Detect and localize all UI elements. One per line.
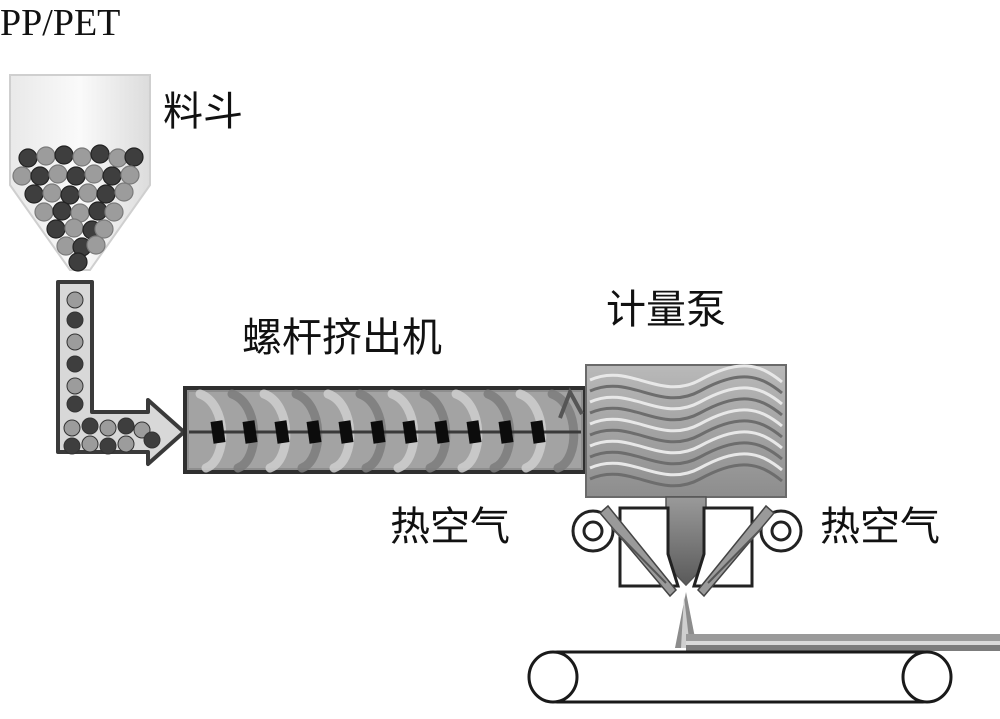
pellet [36, 146, 56, 166]
pellet [24, 184, 44, 204]
pellet [66, 291, 84, 309]
pellet [102, 166, 122, 186]
pellet [88, 201, 108, 221]
pellet [86, 235, 106, 255]
pellet [66, 166, 86, 186]
extruder-label: 螺杆挤出机 [242, 315, 442, 361]
pellet [84, 164, 104, 184]
pellet [143, 431, 161, 449]
pellet [64, 218, 84, 238]
screw-block [434, 420, 450, 444]
hot-air-nozzle-left [571, 504, 678, 598]
screw-block [402, 420, 418, 444]
screw-extruder [183, 386, 587, 474]
pump-waves [589, 364, 783, 488]
pellet [48, 164, 68, 184]
hopper [9, 74, 151, 272]
screw-block [370, 420, 386, 444]
pellet [68, 252, 88, 272]
pellet [46, 219, 66, 239]
pellet [78, 183, 98, 203]
pellet [63, 419, 81, 437]
metering-pump-label: 计量泵 [606, 287, 726, 333]
pellet [63, 437, 81, 455]
pump-wave [589, 364, 783, 389]
pellet [81, 417, 99, 435]
hopper-pellets [12, 144, 144, 272]
pellet [34, 202, 54, 222]
pellet [66, 377, 84, 395]
pellet [66, 333, 84, 351]
pellet [108, 148, 128, 168]
pipe-pellets [63, 291, 161, 455]
pellet [99, 419, 117, 437]
hot-air-label-right: 热空气 [820, 504, 940, 550]
pellet [52, 201, 72, 221]
pellet [99, 437, 117, 455]
pellet [56, 236, 76, 256]
pellet [117, 435, 135, 453]
pellet [66, 311, 84, 329]
screw-block [210, 420, 226, 444]
pump-wave [589, 408, 783, 433]
hot-air-label-left: 热空气 [390, 504, 510, 550]
pellet [124, 147, 144, 167]
pellet [104, 202, 124, 222]
pump-wave [589, 441, 783, 466]
pump-wave [589, 452, 783, 477]
screw-blocks [210, 420, 546, 444]
pump-wave [589, 386, 783, 411]
pellet [54, 145, 74, 165]
pellet [94, 219, 114, 239]
pump-wave [589, 419, 783, 444]
pellet [42, 183, 62, 203]
pellet [60, 185, 80, 205]
material-title: PP/PET [0, 2, 121, 44]
feed-pipe [56, 280, 186, 466]
screw-block [530, 420, 546, 444]
screw-block [306, 420, 322, 444]
pellet [114, 182, 134, 202]
die-head [618, 506, 754, 588]
pellet [18, 148, 38, 168]
screw-block [338, 420, 354, 444]
pellet [81, 435, 99, 453]
pump-wave [589, 375, 783, 400]
screw-block [466, 420, 482, 444]
pellet [66, 395, 84, 413]
pellet [120, 165, 140, 185]
pellet [96, 184, 116, 204]
screw-block [242, 420, 258, 444]
pellet [117, 417, 135, 435]
pump-wave [589, 397, 783, 422]
fiber-web [675, 592, 1000, 651]
hot-air-nozzle-right [696, 504, 803, 598]
pump-wave [589, 463, 783, 488]
pellet [72, 147, 92, 167]
pellet [12, 166, 32, 186]
pump-wave [589, 430, 783, 455]
pellet [90, 144, 110, 164]
pellet [66, 355, 84, 373]
hopper-label: 料斗 [163, 89, 243, 135]
pellet [30, 166, 50, 186]
screw-block [274, 420, 290, 444]
screw-block [498, 420, 514, 444]
conveyor-belt [527, 650, 953, 704]
metering-pump [585, 364, 787, 498]
